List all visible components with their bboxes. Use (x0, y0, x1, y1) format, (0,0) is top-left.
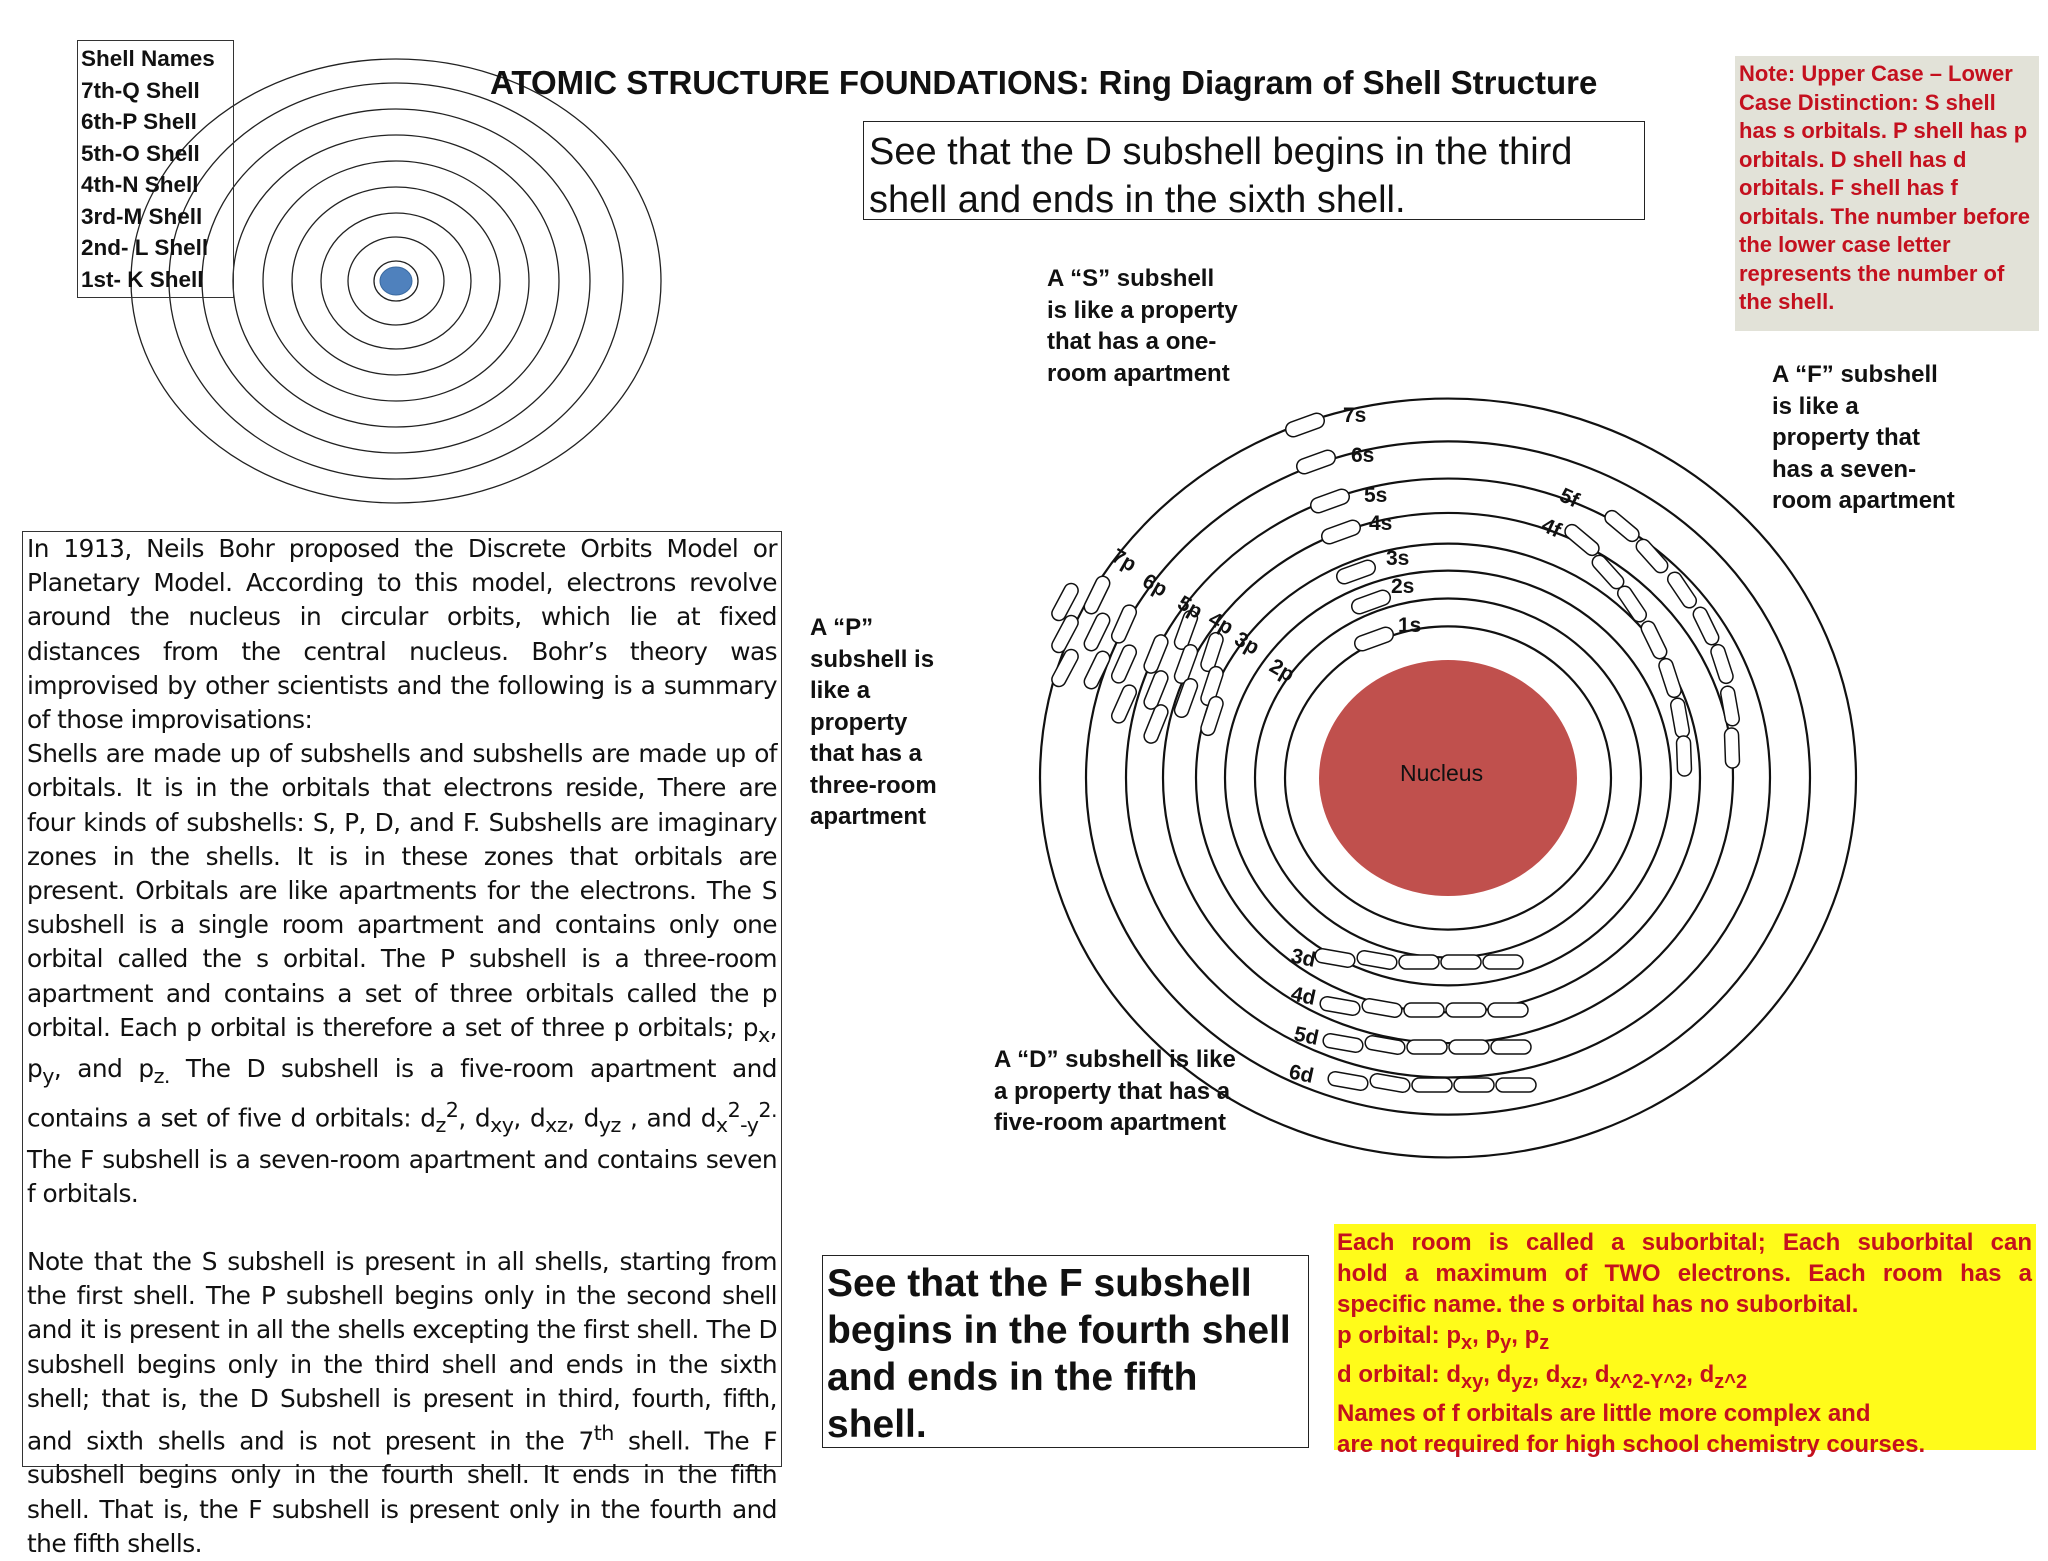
orbital-pill (1361, 998, 1403, 1019)
explanation-text-box: In 1913, Neils Bohr proposed the Discret… (22, 531, 782, 1467)
orbital-pill (1199, 631, 1225, 673)
orbital-pill (1407, 1040, 1447, 1054)
subshell-label: 5d (1292, 1022, 1321, 1050)
paragraph-subshell-presence: Note that the S subshell is present in a… (27, 1245, 777, 1561)
suborbital-line: specific name. the s orbital has no subo… (1337, 1289, 2032, 1320)
orbital-pill (1082, 649, 1112, 691)
orbital-pill (1322, 1033, 1364, 1054)
orbital-pill (1676, 736, 1691, 776)
orbital-pill (1441, 955, 1481, 969)
orbital-pill (1665, 570, 1699, 611)
callout-p-subshell: A “P”subshell islike apropertythat has a… (810, 612, 937, 833)
subshell-label: 5p (1174, 591, 1207, 623)
suborbital-line: Each room is called a suborbital; Each s… (1337, 1227, 2032, 1258)
orbital-pill (1295, 448, 1338, 476)
orbital-pill (1109, 603, 1138, 645)
subshell-label: 7s (1343, 404, 1366, 427)
orbital-pill (1082, 574, 1112, 616)
orbital-pill (1657, 657, 1683, 699)
subshell-label: 6s (1351, 444, 1374, 467)
subshell-label: 4s (1369, 512, 1392, 535)
legend-item: 3rd-M Shell (78, 201, 233, 233)
d-orbital-names: d orbital: dxy, dyz, dxz, dx^2-Y^2, dz^2 (1337, 1359, 2032, 1398)
orbital-pill (1142, 633, 1170, 675)
subshell-label: 3d (1289, 944, 1318, 972)
subshell-label: 2p (1266, 654, 1299, 686)
orbital-pill (1353, 625, 1396, 653)
legend-item: 7th-Q Shell (78, 75, 233, 107)
case-distinction-note: Note: Upper Case – Lower Case Distinctio… (1735, 56, 2039, 331)
f-subshell-statement: See that the F subshell begins in the fo… (822, 1255, 1309, 1448)
legend-header: Shell Names (78, 43, 233, 75)
d-subshell-statement: See that the D subshell begins in the th… (863, 121, 1645, 220)
subshell-label: 5f (1556, 484, 1584, 513)
orbital-pill (1412, 1078, 1452, 1092)
subshell-label: 1s (1398, 614, 1421, 637)
orbital-pill (1327, 1071, 1369, 1092)
p-orbital-names: p orbital: px, py, pz (1337, 1320, 2032, 1359)
orbital-pill (1320, 518, 1363, 546)
orbital-pill (1364, 1035, 1406, 1056)
paragraph-bohr: In 1913, Neils Bohr proposed the Discret… (27, 532, 777, 737)
orbital-pill (1724, 728, 1739, 768)
suborbital-line: are not required for high school chemist… (1337, 1429, 2032, 1460)
subshell-label: 2s (1391, 575, 1414, 598)
orbital-pill (1309, 487, 1352, 515)
page-title: ATOMIC STRUCTURE FOUNDATIONS: Ring Diagr… (490, 64, 1597, 102)
legend-item: 4th-N Shell (78, 169, 233, 201)
subshell-label: 4d (1289, 982, 1318, 1010)
subshell-label: 5s (1364, 484, 1387, 507)
orbital-pill (1491, 1040, 1531, 1054)
orbital-pill (1720, 685, 1741, 727)
suborbital-line: Names of f orbitals are little more comp… (1337, 1398, 2032, 1429)
legend-item: 5th-O Shell (78, 138, 233, 170)
orbital-pill (1314, 948, 1356, 969)
orbital-pill (1173, 643, 1200, 685)
orbital-pill (1356, 950, 1398, 971)
subshell-label: 3s (1386, 547, 1409, 570)
orbital-pill (1049, 647, 1080, 689)
orbital-pill (1446, 1003, 1486, 1017)
nucleus-label: Nucleus (1400, 760, 1483, 787)
orbital-pill (1454, 1078, 1494, 1092)
legend-item: 1st- K Shell (78, 264, 233, 296)
orbital-pill (1602, 508, 1642, 544)
orbital-pill (1639, 619, 1669, 661)
subshell-label: 4f (1538, 514, 1566, 543)
orbital-pill (1404, 1003, 1444, 1017)
subshell-label: 3p (1231, 627, 1264, 659)
paragraph-subshells: Shells are made up of subshells and subs… (27, 737, 777, 1211)
orbital-pill (1449, 1040, 1489, 1054)
subshell-label: 6d (1287, 1060, 1316, 1088)
suborbital-line: hold a maximum of TWO electrons. Each ro… (1337, 1258, 2032, 1289)
orbital-pill (1483, 955, 1523, 969)
orbital-pill (1399, 955, 1439, 969)
shell-names-legend: Shell Names 7th-Q Shell 6th-P Shell 5th-… (77, 40, 234, 298)
subshell-label: 7p (1108, 544, 1141, 576)
orbital-pill (1488, 1003, 1528, 1017)
orbital-pill (1562, 522, 1602, 558)
suborbital-info-box: Each room is called a suborbital; Each s… (1334, 1224, 2036, 1450)
orbital-pill (1335, 558, 1378, 586)
legend-item: 6th-P Shell (78, 106, 233, 138)
orbital-pill (1109, 683, 1138, 725)
legend-item: 2nd- L Shell (78, 232, 233, 264)
orbital-pill (1350, 588, 1393, 616)
orbital-pill (1082, 611, 1112, 653)
orbital-pill (1284, 411, 1327, 439)
orbital-pill (1319, 996, 1361, 1017)
orbital-pill (1496, 1078, 1536, 1092)
